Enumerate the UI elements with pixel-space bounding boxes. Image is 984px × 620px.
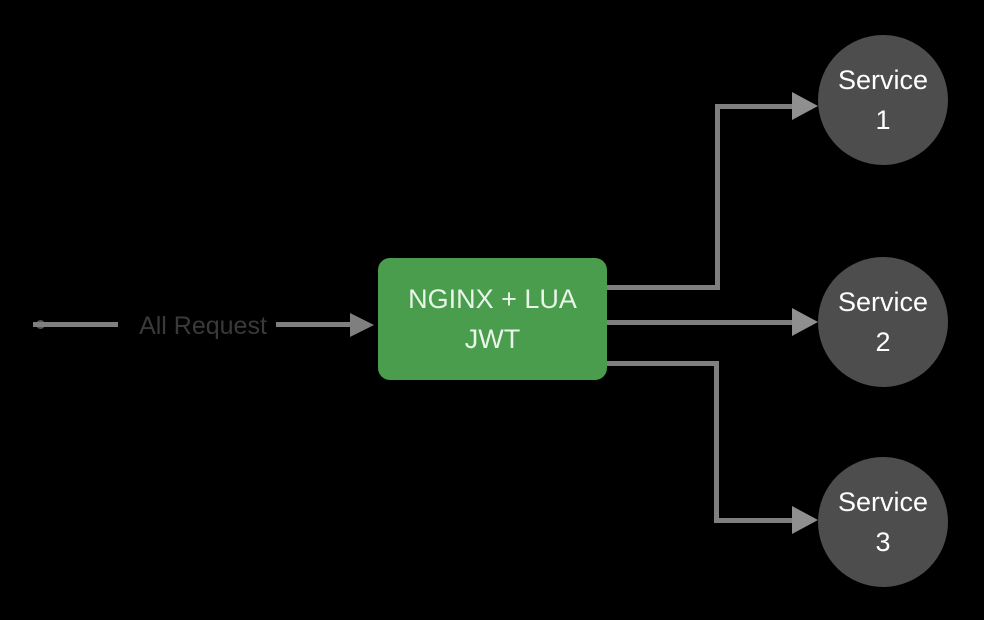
- arrowhead-into-gateway-icon: [350, 313, 374, 337]
- connector1-seg-out: [607, 285, 719, 290]
- service3-number: 3: [875, 527, 891, 557]
- connector1-seg-in: [715, 104, 795, 109]
- connector3-seg-in: [714, 518, 794, 523]
- arrowhead-service1-icon: [792, 92, 818, 120]
- connector1-seg-up: [715, 104, 720, 290]
- gateway-label-line1: NGINX + LUA: [408, 284, 577, 314]
- service1-number: 1: [875, 105, 891, 135]
- service-node-2: Service 2: [818, 257, 948, 387]
- service2-label: Service: [837, 287, 929, 317]
- arrowhead-service2-icon: [792, 308, 818, 336]
- service-node-3: Service 3: [818, 457, 948, 587]
- service2-number: 2: [875, 327, 891, 357]
- edge-left-line-a: [33, 322, 118, 327]
- gateway-node-nginx-lua-jwt: NGINX + LUA JWT: [378, 258, 607, 380]
- edge-left-line-b: [276, 322, 352, 327]
- arrowhead-service3-icon: [792, 506, 818, 534]
- gateway-label-line2: JWT: [464, 324, 521, 354]
- connector2-seg: [607, 320, 793, 325]
- service-node-1: Service 1: [818, 35, 948, 165]
- service3-label: Service: [837, 487, 929, 517]
- edge-label: All Request: [118, 306, 288, 346]
- service1-label: Service: [837, 65, 929, 95]
- connector3-seg-out: [607, 361, 719, 366]
- connector3-seg-down: [714, 361, 719, 523]
